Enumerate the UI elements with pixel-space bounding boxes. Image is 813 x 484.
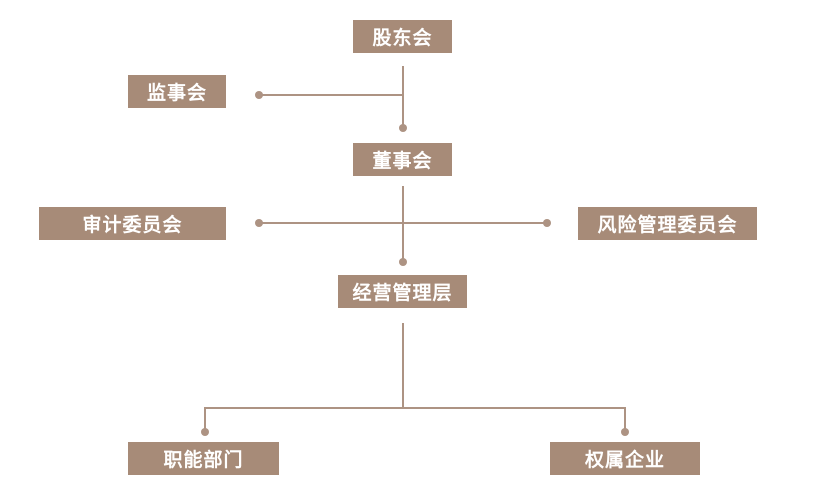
node-subsidiaries: 权属企业: [550, 442, 700, 475]
dot: [255, 91, 263, 99]
dot: [255, 219, 263, 227]
node-shareholders: 股东会: [353, 20, 452, 53]
node-management: 经营管理层: [338, 275, 467, 308]
dot: [543, 219, 551, 227]
dot: [399, 258, 407, 266]
connector-branches: [204, 407, 626, 432]
node-supervisory-board: 监事会: [128, 75, 226, 108]
dot: [399, 124, 407, 132]
dot: [201, 428, 209, 436]
node-functional-departments: 职能部门: [128, 442, 279, 475]
node-audit-committee: 审计委员会: [39, 207, 226, 240]
dot: [621, 428, 629, 436]
node-risk-committee: 风险管理委员会: [578, 207, 757, 240]
node-board-of-directors: 董事会: [353, 143, 452, 176]
